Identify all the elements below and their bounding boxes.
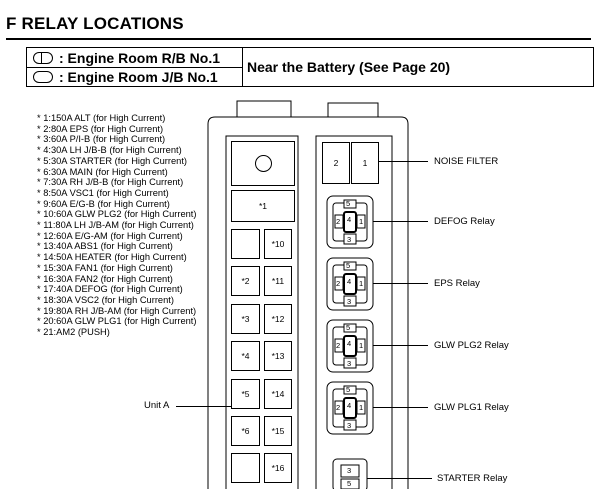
unit-a-label: Unit A	[144, 400, 170, 411]
fuse-cell-13: *13	[264, 341, 292, 371]
noise-filter-pin-2: 2	[322, 142, 350, 184]
noise-filter-label: NOISE FILTER	[434, 156, 499, 167]
list-item: * 20:60A GLW PLG1 (for High Current)	[37, 316, 197, 327]
list-item: * 11:80A LH J/B-AM (for High Current)	[37, 220, 194, 231]
list-item: * 3:60A P/I-B (for High Current)	[37, 134, 166, 145]
list-item: * 7:30A RH J/B-B (for High Current)	[37, 177, 184, 188]
eps-relay-pins: 5 2 4 1 3	[336, 261, 364, 306]
list-item: * 13:40A ABS1 (for High Current)	[37, 241, 173, 252]
eps-relay-label: EPS Relay	[434, 278, 480, 289]
defog-relay-pins: 5 2 4 1 3	[336, 199, 364, 244]
fuse-cell-6: *6	[231, 416, 260, 446]
fuse-cell-4: *4	[231, 341, 260, 371]
list-item: * 4:30A LH J/B-B (for High Current)	[37, 145, 182, 156]
box-case	[207, 116, 409, 489]
list-item: * 16:30A FAN2 (for High Current)	[37, 273, 173, 284]
fuse-cell-1: *1	[231, 190, 295, 222]
fuse-cell-main	[231, 141, 295, 186]
jb-symbol-icon	[33, 70, 53, 83]
rb-symbol-icon	[33, 51, 53, 64]
glw-plg2-relay-pins: 5 2 4 1 3	[336, 323, 364, 368]
list-item: * 21:AM2 (PUSH)	[37, 327, 110, 338]
legend-row-rb: : Engine Room R/B No.1	[27, 48, 243, 68]
circle-icon	[254, 155, 272, 172]
location-note: Near the Battery (See Page 20)	[247, 59, 451, 75]
list-item: * 10:60A GLW PLG2 (for High Current)	[37, 209, 197, 220]
noise-filter-pin-1: 1	[351, 142, 379, 184]
list-item: * 1:150A ALT (for High Current)	[37, 113, 166, 123]
list-item: * 2:80A EPS (for High Current)	[37, 123, 164, 134]
starter-leader	[367, 478, 432, 479]
page-title: F RELAY LOCATIONS	[6, 14, 184, 33]
glw-plg2-leader	[373, 345, 428, 346]
starter-relay-pins: 3 5	[347, 466, 352, 488]
legend-rb-label: : Engine Room R/B No.1	[59, 49, 220, 66]
fuse-cell-11: *11	[264, 266, 292, 296]
legend-row-jb: : Engine Room J/B No.1	[27, 67, 243, 86]
fuse-cell-16: *16	[264, 453, 292, 483]
defog-relay-label: DEFOG Relay	[434, 216, 495, 227]
list-item: * 15:30A FAN1 (for High Current)	[37, 262, 173, 273]
box-panel-left	[225, 135, 299, 489]
fuse-cell-blank-a	[231, 229, 260, 259]
list-item: * 17:40A DEFOG (for High Current)	[37, 284, 183, 295]
list-item: * 19:80A RH J/B-AM (for High Current)	[37, 305, 197, 316]
box-tab-right	[327, 102, 379, 117]
legend-table: : Engine Room R/B No.1 : Engine Room J/B…	[26, 47, 594, 87]
fuse-cell-12: *12	[264, 304, 292, 334]
fuse-cell-15: *15	[264, 416, 292, 446]
glw-plg1-relay-pins: 5 2 4 1 3	[336, 385, 364, 430]
fuse-cell-blank-b	[231, 453, 260, 483]
glw-plg2-relay-label: GLW PLG2 Relay	[434, 340, 509, 351]
fuse-cell-10: *10	[264, 229, 292, 259]
glw-plg1-relay-label: GLW PLG1 Relay	[434, 402, 509, 413]
fuse-cell-14: *14	[264, 379, 292, 409]
legend-jb-label: : Engine Room J/B No.1	[59, 68, 218, 85]
list-item: * 12:60A E/G-AM (for High Current)	[37, 230, 183, 241]
relay-list: * 1:150A ALT (for High Current) * 2:80A …	[37, 113, 197, 338]
list-item: * 6:30A MAIN (for High Current)	[37, 166, 168, 177]
starter-relay-label: STARTER Relay	[437, 473, 508, 484]
list-item: * 14:50A HEATER (for High Current)	[37, 252, 187, 263]
glw-plg1-leader	[373, 407, 428, 408]
unit-a-leader	[176, 406, 231, 407]
box-tab-left	[236, 100, 292, 117]
list-item: * 5:30A STARTER (for High Current)	[37, 155, 188, 166]
list-item: * 8:50A VSC1 (for High Current)	[37, 187, 169, 198]
fuse-cell-5: *5	[231, 379, 260, 409]
title-divider	[6, 38, 591, 40]
fuse-cell-3: *3	[231, 304, 260, 334]
fuse-cell-2: *2	[231, 266, 260, 296]
box-panel-right	[315, 135, 393, 489]
list-item: * 9:60A E/G-B (for High Current)	[37, 198, 170, 209]
eps-leader	[373, 283, 428, 284]
noise-filter-leader	[378, 161, 428, 162]
defog-leader	[373, 221, 428, 222]
list-item: * 18:30A VSC2 (for High Current)	[37, 294, 174, 305]
